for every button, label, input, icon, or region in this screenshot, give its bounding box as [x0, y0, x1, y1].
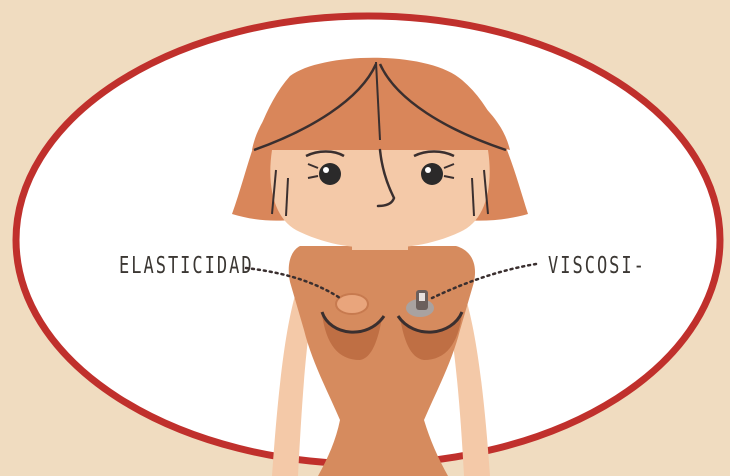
left-eye: [319, 163, 341, 185]
elasticity-label: ELASTICIDAD: [119, 253, 254, 280]
viscosity-label: VISCOSI-: [548, 253, 646, 280]
right-eye: [421, 163, 443, 185]
elasticity-marker: [336, 294, 368, 314]
right-eye-highlight: [425, 167, 431, 173]
left-eye-highlight: [323, 167, 329, 173]
face: [270, 150, 489, 248]
